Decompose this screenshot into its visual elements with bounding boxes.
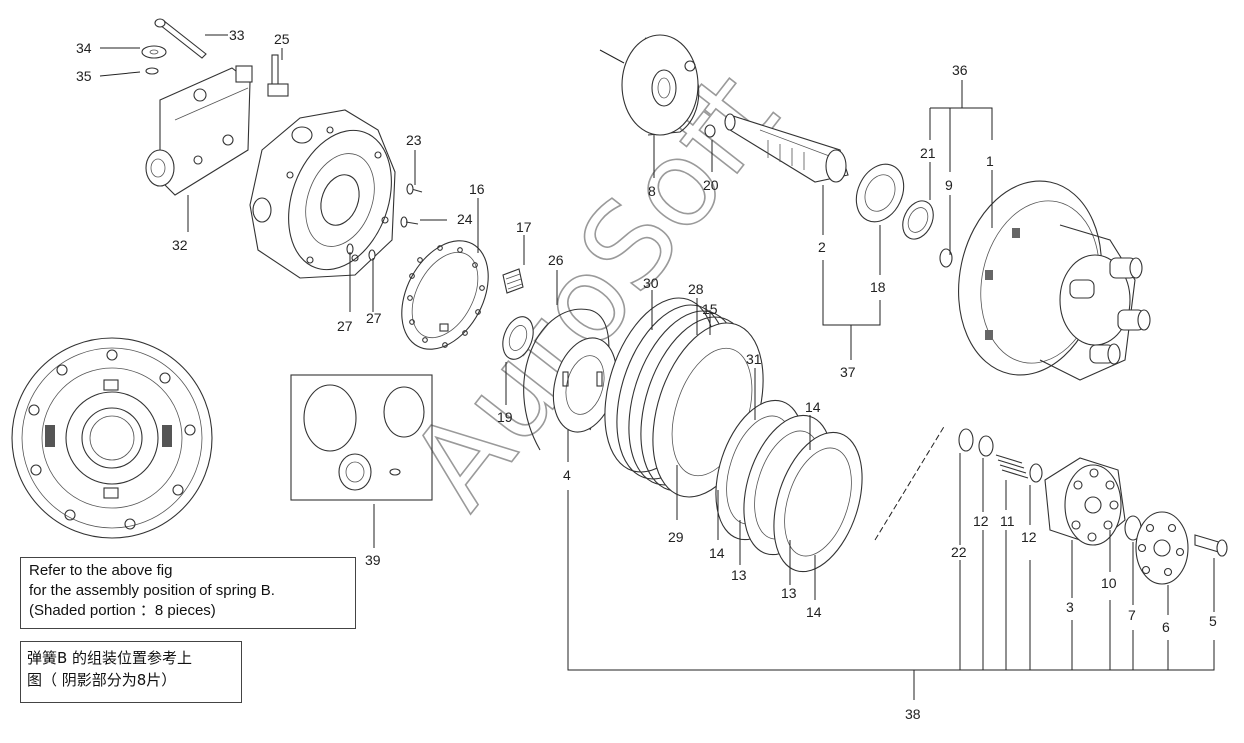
label-36: 36	[952, 62, 968, 78]
part-number-labels: 33 34 35 25 32 23 24 27 27 16 17 26 19 4…	[76, 27, 1217, 722]
label-27-right: 27	[366, 310, 382, 326]
label-33: 33	[229, 27, 245, 43]
part-17-drawing	[502, 268, 524, 294]
label-16: 16	[469, 181, 485, 197]
label-25: 25	[274, 31, 290, 47]
label-37: 37	[840, 364, 856, 380]
label-31: 31	[746, 351, 762, 367]
label-5: 5	[1209, 613, 1217, 629]
leader-lines	[99, 34, 1215, 700]
label-12-left: 12	[973, 513, 989, 529]
note-chinese-line-2: 图（ 阴影部分为8片）	[27, 671, 177, 689]
note-english: Refer to the above fig for the assembly …	[20, 557, 356, 629]
label-14-bottom: 14	[806, 604, 822, 620]
label-1: 1	[986, 153, 994, 169]
part-6-5-drawing	[1135, 511, 1228, 585]
label-39: 39	[365, 552, 381, 568]
label-14-left: 14	[709, 545, 725, 561]
label-7: 7	[1128, 607, 1136, 623]
part-18-21-9-drawing	[855, 163, 953, 268]
part-33-34-35-drawing	[141, 18, 207, 75]
note-chinese: 弹簧B 的组装位置参考上 图（ 阴影部分为8片）	[20, 641, 242, 703]
label-18: 18	[870, 279, 886, 295]
part-2-shaft-drawing	[724, 113, 849, 183]
small-parts-drawing	[874, 424, 1043, 541]
label-17: 17	[516, 219, 532, 235]
label-38: 38	[905, 706, 921, 722]
part-39-seal-kit-drawing	[290, 374, 433, 501]
label-34: 34	[76, 40, 92, 56]
label-8: 8	[648, 183, 656, 199]
label-15: 15	[702, 301, 718, 317]
part-8-drawing	[599, 34, 716, 138]
label-35: 35	[76, 68, 92, 84]
label-12-right: 12	[1021, 529, 1037, 545]
note-english-line-2: for the assembly position of spring B.	[29, 582, 275, 599]
label-29: 29	[668, 529, 684, 545]
label-21: 21	[920, 145, 936, 161]
part-19-drawing	[502, 316, 534, 360]
label-26: 26	[548, 252, 564, 268]
part-25-drawing	[267, 54, 289, 97]
label-30: 30	[643, 275, 659, 291]
part-16-drawing	[401, 240, 489, 350]
label-4: 4	[563, 467, 571, 483]
friction-plates-drawing	[715, 399, 863, 573]
label-9: 9	[945, 177, 953, 193]
label-27-left: 27	[337, 318, 353, 334]
housing-drawing	[249, 109, 423, 279]
brake-stack-drawing	[604, 297, 764, 498]
label-23: 23	[406, 132, 422, 148]
label-28: 28	[688, 281, 704, 297]
label-13-left: 13	[731, 567, 747, 583]
note-chinese-line-1: 弹簧B 的组装位置参考上	[27, 649, 193, 667]
note-english-line-1: Refer to the above fig	[29, 562, 173, 579]
label-3: 3	[1066, 599, 1074, 615]
label-19: 19	[497, 409, 513, 425]
label-10: 10	[1101, 575, 1117, 591]
front-view-drawing	[11, 337, 213, 539]
label-22: 22	[951, 544, 967, 560]
label-24: 24	[457, 211, 473, 227]
label-13-right: 13	[781, 585, 797, 601]
label-6: 6	[1162, 619, 1170, 635]
note-english-line-3: (Shaded portion ：8 pieces)	[29, 602, 216, 619]
label-14-top: 14	[805, 399, 821, 415]
label-20: 20	[703, 177, 719, 193]
label-32: 32	[172, 237, 188, 253]
part-1-hub-drawing	[958, 180, 1151, 381]
label-2: 2	[818, 239, 826, 255]
part-32-drawing	[145, 65, 253, 196]
part-3-cylinder-drawing	[1044, 457, 1142, 546]
label-11: 11	[1000, 513, 1015, 529]
